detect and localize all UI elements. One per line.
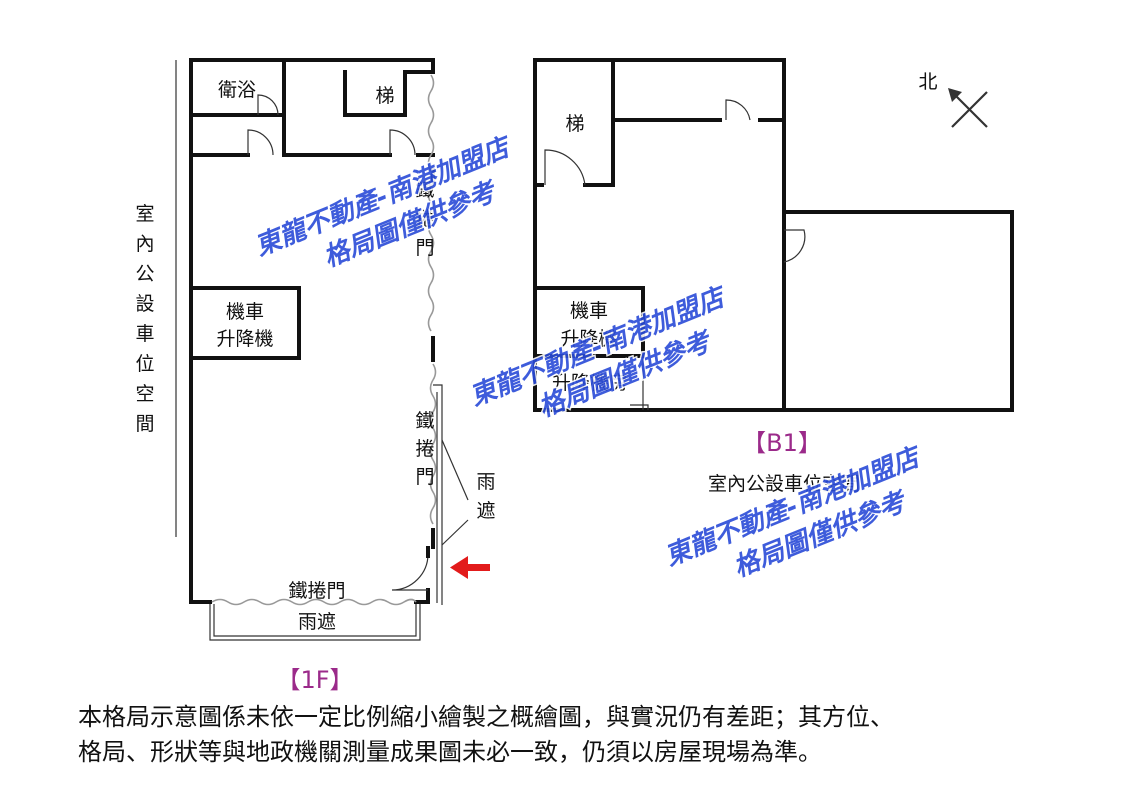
door-1f-corridor bbox=[247, 129, 274, 156]
canopy-leader-1 bbox=[441, 439, 469, 501]
side-label-c2: 內 bbox=[135, 233, 154, 255]
iron-shutter-mid-c3: 門 bbox=[415, 466, 434, 488]
side-label-c4: 設 bbox=[135, 293, 154, 315]
wall-b1-annex bbox=[782, 210, 1014, 412]
floor-plan-svg: 衛浴 梯 機車 升降機 鐵 捲 門 鐵 捲 門 雨 遮 鐵捲門 雨遮 室 內 公… bbox=[135, 58, 1014, 694]
canopy-bottom-inner bbox=[213, 604, 417, 637]
iron-shutter-top-c3: 門 bbox=[415, 237, 434, 259]
canopy-side-frame bbox=[433, 384, 443, 605]
wall-b1-corridor bbox=[611, 58, 722, 122]
canopy-bottom-label: 雨遮 bbox=[298, 611, 336, 633]
door-1f-stairs bbox=[389, 129, 416, 156]
floor-1f: 衛浴 梯 機車 升降機 鐵 捲 門 鐵 捲 門 雨 遮 鐵捲門 雨遮 室 內 公… bbox=[135, 58, 496, 694]
compass-north-label: 北 bbox=[918, 71, 937, 93]
compass-north-icon: 北 bbox=[918, 71, 988, 128]
iron-shutter-mid-line bbox=[429, 363, 437, 525]
machine-room-b1-label: 升降機房 bbox=[552, 372, 628, 394]
side-label-c8: 間 bbox=[135, 413, 154, 435]
wall-1f-outer-left bbox=[189, 58, 435, 604]
door-b1-machine bbox=[630, 404, 649, 410]
door-b1-annex bbox=[783, 229, 806, 263]
watermark-3: 東龍不動產-南港加盟店 格局圖僅供參考 bbox=[659, 440, 928, 585]
canopy-bottom-frame bbox=[209, 604, 421, 641]
moto-lift-1f-box bbox=[189, 286, 301, 360]
door-b1-corridor bbox=[725, 99, 751, 121]
wall-stairs-1f bbox=[343, 70, 435, 117]
door-b1-stairs bbox=[544, 149, 586, 186]
iron-shutter-bottom-line bbox=[211, 598, 417, 606]
iron-shutter-top-line bbox=[427, 74, 435, 332]
disclaimer-line2: 格局、形狀等與地政機關測量成果圖未必一致，仍須以房屋現場為準。 bbox=[78, 738, 822, 766]
floor-b1-title: 【B1】 bbox=[742, 429, 822, 457]
disclaimer: 本格局示意圖係未依一定比例縮小繪製之概繪圖，與實況仍有差距；其方位、 格局、形狀… bbox=[78, 700, 1098, 770]
floor-b1: 梯 機車 升降機 升降機房 【B1】 室內公設車位空間 bbox=[533, 58, 1014, 495]
iron-shutter-top-c2: 捲 bbox=[415, 208, 434, 230]
side-label-c6: 位 bbox=[135, 353, 154, 375]
room-stairs-1f-label: 梯 bbox=[375, 85, 394, 107]
disclaimer-line1: 本格局示意圖係未依一定比例縮小繪製之概繪圖，與實況仍有差距；其方位、 bbox=[78, 703, 894, 731]
side-label-c5: 車 bbox=[135, 323, 154, 345]
iron-shutter-mid-c2: 捲 bbox=[415, 438, 434, 460]
moto-lift-b1-box bbox=[533, 286, 645, 358]
room-stairs-b1-label: 梯 bbox=[565, 113, 584, 135]
wall-b1-stair bbox=[583, 118, 615, 187]
moto-lift-1f-label-1: 機車 bbox=[226, 301, 264, 323]
entrance-door bbox=[391, 553, 429, 591]
side-label: 室 內 公 設 車 位 空 間 bbox=[135, 203, 154, 435]
canopy-leader-2 bbox=[441, 519, 469, 546]
door-1f-bath bbox=[257, 94, 279, 116]
moto-lift-b1-label-2: 升降機 bbox=[560, 328, 617, 350]
entrance-arrow-icon bbox=[450, 556, 490, 579]
iron-shutter-mid-c1: 鐵 bbox=[415, 410, 434, 432]
moto-lift-1f-label-2: 升降機 bbox=[216, 328, 273, 350]
side-label-c7: 空 bbox=[135, 383, 154, 405]
canopy-side-c2: 遮 bbox=[476, 500, 495, 522]
iron-shutter-top-c1: 鐵 bbox=[415, 179, 434, 201]
side-label-c1: 室 bbox=[135, 203, 154, 225]
floor-1f-title: 【1F】 bbox=[276, 666, 353, 694]
moto-lift-b1-label-1: 機車 bbox=[570, 300, 608, 322]
iron-shutter-bottom-label: 鐵捲門 bbox=[288, 580, 345, 602]
side-label-c3: 公 bbox=[135, 263, 154, 285]
floor-b1-caption: 室內公設車位空間 bbox=[708, 473, 860, 495]
canopy-side-c1: 雨 bbox=[476, 471, 495, 493]
room-bath-label: 衛浴 bbox=[218, 79, 256, 101]
